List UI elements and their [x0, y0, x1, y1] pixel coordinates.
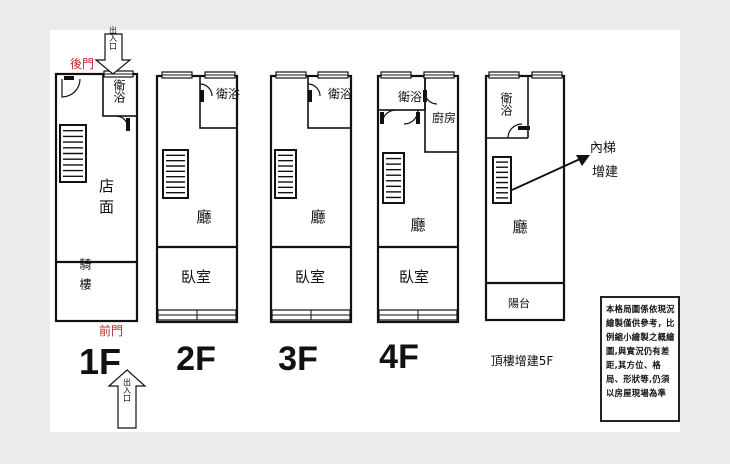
floor-label-1f: 1F	[79, 341, 121, 382]
entrance-top-label: 出入口	[109, 25, 118, 50]
floor-5f-outline	[484, 74, 566, 322]
floor-plan-5f: 衛浴 廳 陽台 頂樓增建5F	[484, 71, 566, 368]
floor-4f-room-hall: 廳	[410, 216, 425, 234]
floor-3f-bath-door	[307, 83, 321, 97]
floor-4f-room-kitchen: 廚房	[432, 110, 456, 125]
floor-label-2f: 2F	[176, 340, 216, 378]
floor-3f-room-bedroom: 臥室	[295, 268, 325, 286]
floor-plan-3f: 衛浴 廳 臥室 3F	[269, 71, 353, 378]
floor-1f-room-shop: 店面	[97, 178, 115, 220]
floor-2f-bath-door	[199, 83, 213, 97]
floor-3f-room-bath: 衛浴	[328, 87, 352, 101]
floor-label-3f: 3F	[278, 340, 318, 378]
floor-1f-back-door-label: 後門	[70, 57, 94, 71]
floor-4f-stairs	[382, 152, 405, 204]
floor-4f-room-bath: 衛浴	[398, 90, 422, 104]
floor-2f-outline	[155, 74, 239, 324]
internal-stair-annotation: 內梯 增建	[511, 141, 620, 191]
floor-label-5f: 頂樓增建5F	[491, 353, 554, 368]
disclaimer-note: 本格局圖係依現況繪製僅供參考，比例縮小繪製之概繪圖,與實況仍有差距,其方位、格局…	[600, 296, 680, 422]
floor-1f-entrance-arrow-top: 出入口	[94, 25, 132, 75]
floor-5f-bath-door	[507, 123, 523, 139]
floor-1f-stairs	[59, 124, 87, 183]
floor-3f-stairs	[274, 149, 297, 199]
floor-label-4f: 4F	[379, 338, 419, 376]
floor-2f-stairs	[162, 149, 189, 199]
floor-5f-room-bath: 衛浴	[499, 92, 513, 117]
floor-5f-stairs	[492, 156, 512, 204]
floor-plan-2f: 衛浴 廳 臥室 2F	[155, 71, 240, 378]
floor-5f-room-balcony: 陽台	[508, 296, 530, 310]
floor-5f-room-hall: 廳	[512, 218, 527, 236]
floor-2f-room-bath: 衛浴	[216, 87, 240, 101]
annotation-arrow-head	[576, 155, 590, 166]
floor-1f-room-arcade: 騎樓	[78, 258, 92, 298]
floor-1f-entrance-arrow-bottom: 出入口	[107, 369, 147, 429]
plan-sheet	[50, 30, 680, 432]
entrance-bottom-label: 出入口	[123, 377, 132, 402]
floor-1f-room-bath-1: 衛浴	[112, 79, 126, 104]
annotation-label: 內梯 增建	[590, 141, 620, 180]
floor-1f-front-door-label: 前門	[99, 323, 123, 338]
floor-2f-room-bedroom: 臥室	[181, 268, 211, 286]
floor-plan-1f: 衛浴 店面 騎樓 後門 前門 出入口 出入口 1F	[54, 25, 147, 429]
floor-3f-room-hall: 廳	[310, 208, 325, 226]
floor-plan-4f: 衛浴 廚房 廳 臥室 4F	[376, 71, 460, 376]
floor-1f-back-door	[61, 78, 81, 98]
floor-2f-room-hall: 廳	[196, 208, 211, 226]
annotation-arrow-line	[511, 158, 581, 191]
floor-4f-bath-door-b	[403, 109, 419, 125]
floor-1f-outline	[54, 72, 139, 323]
floor-4f-room-bedroom: 臥室	[399, 268, 429, 286]
